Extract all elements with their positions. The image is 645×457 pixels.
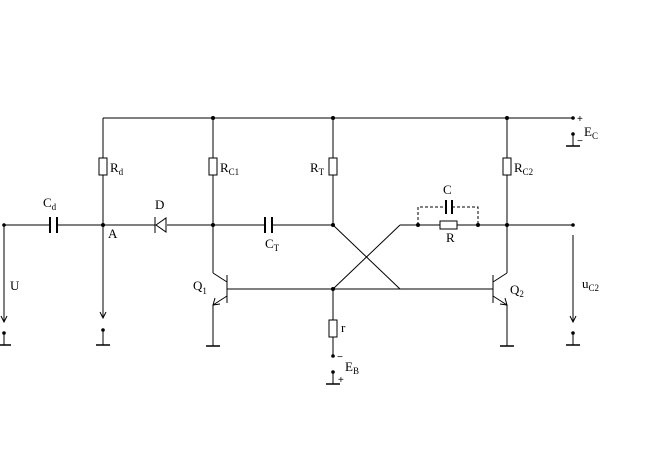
diode-d xyxy=(154,217,167,233)
label-rd: Rd xyxy=(110,160,124,177)
eb-minus-sign: − xyxy=(337,352,343,363)
input-terminal-u xyxy=(0,225,11,346)
speedup-network xyxy=(400,200,507,230)
resistor-rc1 xyxy=(208,116,218,273)
label-uc2: uC2 xyxy=(582,276,599,293)
supply-rail xyxy=(103,116,575,120)
label-eb: EB xyxy=(345,359,359,376)
eb-plus-sign: + xyxy=(338,375,344,386)
node-a-output xyxy=(96,225,110,346)
resistor-rd xyxy=(98,118,108,227)
label-ec: EC xyxy=(584,124,598,141)
capacitor-cd xyxy=(49,217,58,233)
label-ct: CT xyxy=(265,236,280,253)
input-wire xyxy=(2,223,264,227)
transistor-q2 xyxy=(400,272,514,347)
output-terminal-uc2 xyxy=(566,223,580,346)
label-u: U xyxy=(10,278,20,293)
label-c: C xyxy=(443,182,452,197)
resistor-r-base xyxy=(326,287,340,385)
transistor-q1 xyxy=(206,272,400,347)
resistor-rc2 xyxy=(502,116,573,273)
label-r: R xyxy=(446,230,455,245)
supply-ec-terminal xyxy=(566,132,580,147)
label-q1: Q1 xyxy=(193,278,207,296)
label-d: D xyxy=(155,197,164,212)
label-cd: Cd xyxy=(43,195,57,212)
ec-plus-sign: + xyxy=(577,114,583,125)
cross-coupling-wires xyxy=(332,224,401,290)
label-a: A xyxy=(108,226,118,241)
label-r-small: r xyxy=(341,320,346,335)
label-rc2: RC2 xyxy=(514,160,533,177)
label-rc1: RC1 xyxy=(220,160,239,177)
capacitor-ct xyxy=(264,217,333,233)
ec-minus-sign: − xyxy=(577,136,583,147)
label-rt: RT xyxy=(310,160,325,177)
label-q2: Q2 xyxy=(510,282,524,299)
resistor-rt xyxy=(328,116,338,227)
